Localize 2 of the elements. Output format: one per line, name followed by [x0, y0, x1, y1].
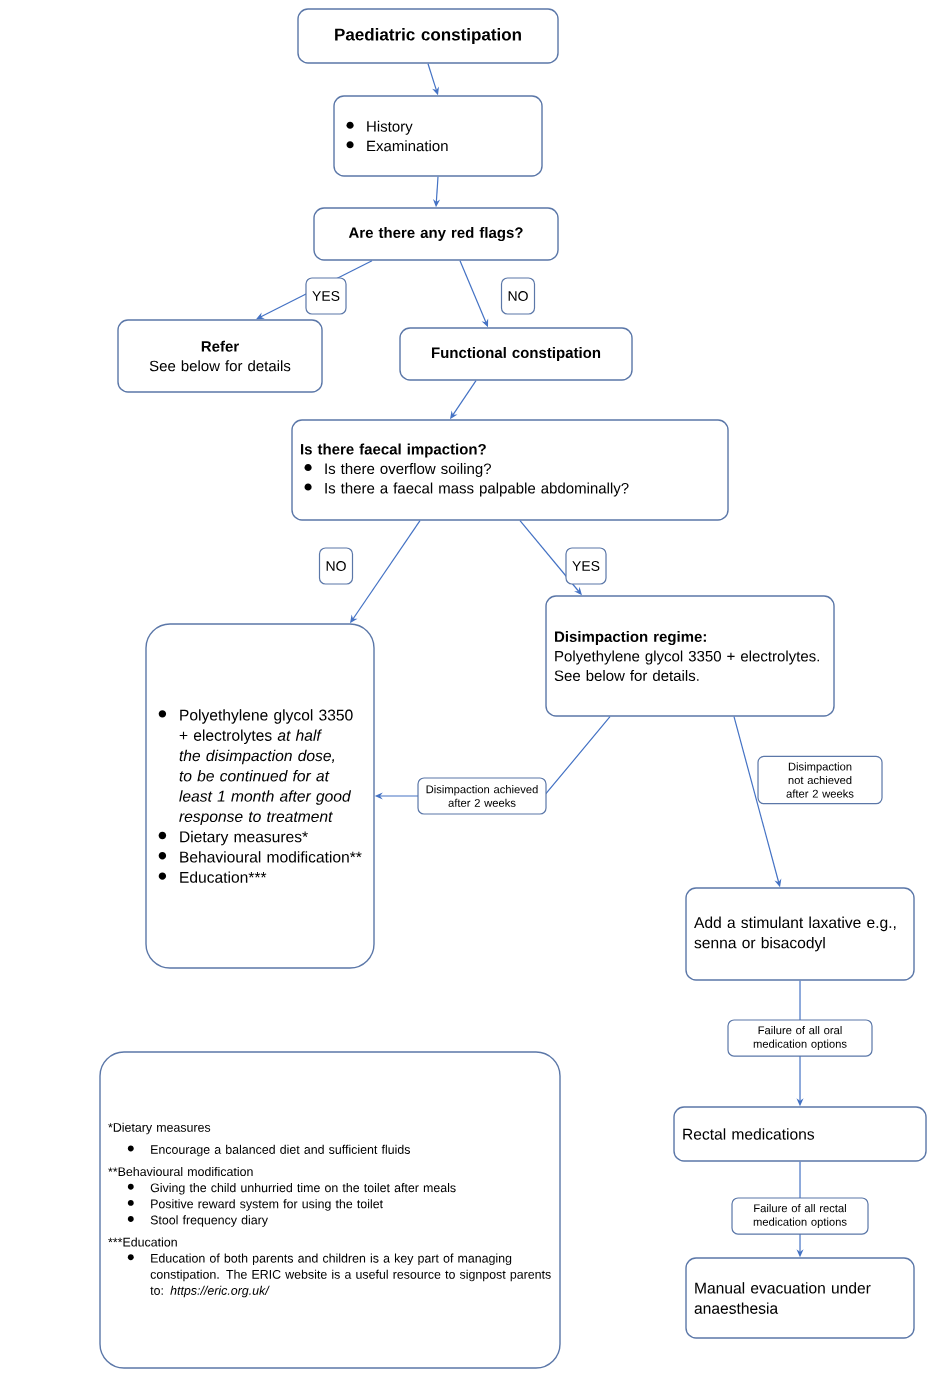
title-box: Paediatric constipation	[297, 8, 559, 64]
arrow	[256, 260, 373, 320]
